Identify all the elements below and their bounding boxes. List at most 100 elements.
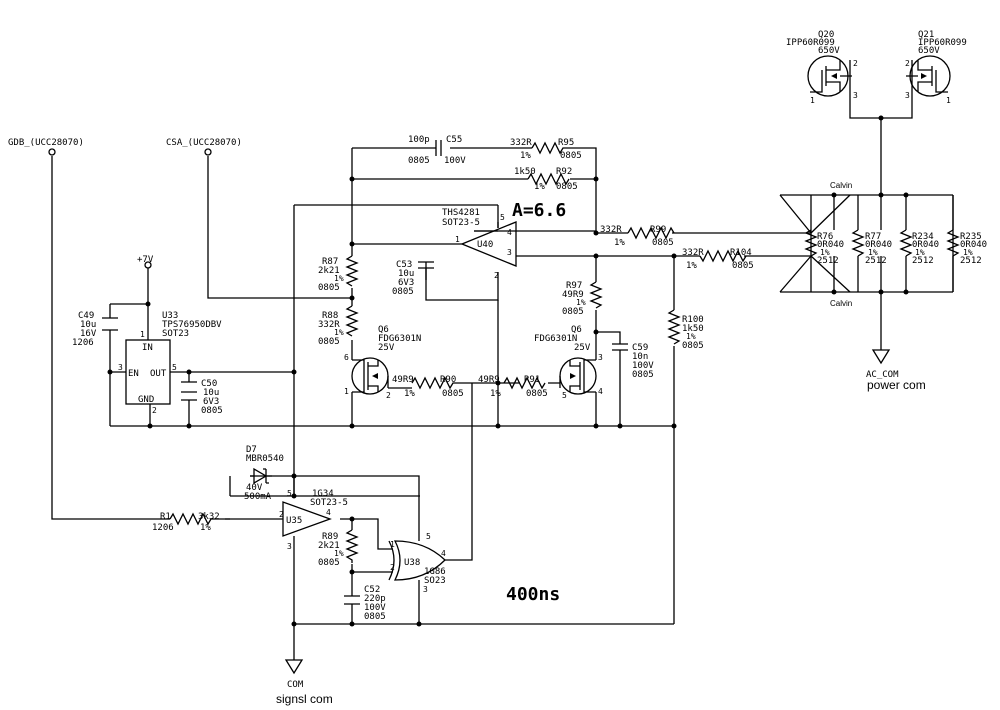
- q21-pin-g: 1: [946, 96, 951, 105]
- r99-size: 0805: [652, 238, 674, 248]
- resistor-r90: 49R9 R90 1% 0805: [392, 375, 464, 399]
- q6a-part: FDG6301N: [378, 334, 421, 344]
- r88-tol: 1%: [334, 328, 344, 337]
- u35-pin-2: 2: [279, 510, 284, 519]
- q21-ref: Q21: [918, 30, 934, 40]
- d7-ref: D7: [246, 445, 257, 455]
- r92-ref: R92: [556, 167, 572, 177]
- net-label-ac-com: AC_COM: [866, 370, 899, 380]
- u33-pin-2: 2: [152, 406, 157, 415]
- c52-ref: C52: [364, 585, 380, 595]
- u38-pkg: SO23: [424, 576, 446, 586]
- r91-value: 49R9: [478, 375, 500, 385]
- net-terminal-supply: +7V: [137, 255, 154, 269]
- c49-size: 1206: [72, 338, 94, 348]
- u40-pin-3: 3: [507, 248, 512, 257]
- opamp-u40: THS4281 SOT23-5 U40 5 4 1 3 2: [442, 208, 517, 280]
- r95-size: 0805: [560, 151, 582, 161]
- r104-size: 0805: [732, 261, 754, 271]
- junction-dots: [107, 115, 909, 627]
- r77-value: 0R040: [865, 240, 892, 250]
- d7-rating-v: 40V: [246, 483, 263, 493]
- r100-tol: 1%: [686, 332, 696, 341]
- u35-ref: U35: [286, 516, 302, 526]
- u40-pin-5: 5: [500, 213, 505, 222]
- c53-ref: C53: [396, 260, 412, 270]
- resistor-r88: R88 332R 1% 0805: [318, 305, 359, 347]
- r90-ref: R90: [440, 375, 456, 385]
- u35-pin-4: 4: [326, 508, 331, 517]
- ac-com-ground-symbol: AC_COM power com: [866, 349, 926, 392]
- r77-tol: 1%: [868, 248, 878, 257]
- r90-tol: 1%: [404, 389, 415, 399]
- r234-ref: R234: [912, 232, 934, 242]
- buffer-u35: 1G34 SOT23-5 U35 5 4 2 3: [279, 489, 348, 551]
- q6b-pin-5: 5: [562, 391, 567, 400]
- mosfet-q20: Q20 IPP60R099 650V 1 2 3: [786, 30, 858, 105]
- c53-rating: 6V3: [398, 278, 414, 288]
- net-terminal-csa: CSA_(UCC28070): [166, 138, 242, 156]
- r97-value: 49R9: [562, 290, 584, 300]
- u33-pin-in: IN: [142, 343, 153, 353]
- regulator-u33: U33 TPS76950DBV SOT23 IN EN OUT GND 1 3 …: [118, 311, 222, 415]
- c55-value: 100p: [408, 135, 430, 145]
- r89-value: 2k21: [318, 541, 340, 551]
- u40-pin-1: 1: [455, 235, 460, 244]
- r95-value: 332R: [510, 138, 532, 148]
- c59-rating: 100V: [632, 361, 654, 371]
- u38-ref: U38: [404, 558, 420, 568]
- net-label-gdb: GDB_(UCC28070): [8, 138, 84, 148]
- r1-ref: R1: [160, 512, 171, 522]
- r100-ref: R100: [682, 315, 704, 325]
- u40-pkg: SOT23-5: [442, 218, 480, 228]
- c52-size: 0805: [364, 612, 386, 622]
- r97-ref: R97: [566, 281, 582, 291]
- r92-value: 1k50: [514, 167, 536, 177]
- resistor-r235: R235 0R040 1% 2512: [946, 229, 987, 266]
- u33-pin-5: 5: [172, 363, 177, 372]
- resistor-r97: R97 49R9 1% 0805: [562, 281, 603, 317]
- gain-annotation: A=6.6: [512, 200, 566, 221]
- resistor-r1: R1 1206 3k32 1%: [152, 512, 230, 533]
- r97-size: 0805: [562, 307, 584, 317]
- q21-rating: 650V: [918, 46, 940, 56]
- resistor-r92: 1k50 R92 1% 0805: [514, 167, 578, 192]
- r91-tol: 1%: [490, 389, 501, 399]
- r235-size: 2512: [960, 256, 982, 266]
- r234-value: 0R040: [912, 240, 939, 250]
- c49-ref: C49: [78, 311, 94, 321]
- u33-pin-gnd: GND: [138, 395, 154, 405]
- net-terminal-gdb: GDB_(UCC28070): [8, 138, 84, 156]
- q6a-rating: 25V: [378, 343, 395, 353]
- capacitor-c50: C50 10u 6V3 0805: [181, 379, 223, 416]
- resistor-r95: 332R R95 1% 0805: [510, 138, 582, 161]
- u38-part: 1G86: [424, 567, 446, 577]
- com-ground-symbol: COM signsl com: [276, 650, 333, 706]
- r99-value: 332R: [600, 225, 622, 235]
- r76-size: 2512: [817, 256, 839, 266]
- mosfet-q6-right: Q6 FDG6301N 25V 3 5 4: [534, 325, 603, 400]
- q6b-rating: 25V: [574, 343, 591, 353]
- c55-size: 0805: [408, 156, 430, 166]
- r91-ref: R91: [524, 375, 540, 385]
- q21-part: IPP60R099: [918, 38, 967, 48]
- r234-tol: 1%: [915, 248, 925, 257]
- q6a-pin-1: 1: [344, 387, 349, 396]
- c49-value: 10u: [80, 320, 96, 330]
- resistor-r77: R77 0R040 1% 2512: [851, 195, 892, 292]
- wire-network: [51, 92, 954, 650]
- r100-value: 1k50: [682, 324, 704, 334]
- q6b-pin-4: 4: [598, 387, 603, 396]
- c55-ref: C55: [446, 135, 462, 145]
- u38-pin-4: 4: [441, 549, 446, 558]
- net-label-calvin-top: Calvin: [830, 181, 852, 190]
- net-label-power-com: power com: [867, 378, 926, 392]
- u40-part: THS4281: [442, 208, 480, 218]
- resistor-r87: R87 2k21 1% 0805: [318, 255, 359, 293]
- q20-part: IPP60R099: [786, 38, 835, 48]
- u33-part: TPS76950DBV: [162, 320, 222, 330]
- mosfet-q21: Q21 IPP60R099 650V 1 2 3: [905, 30, 967, 105]
- resistor-r76: R76 0R040 1% 2512: [804, 229, 844, 266]
- u38-pin-1: 1: [390, 540, 395, 549]
